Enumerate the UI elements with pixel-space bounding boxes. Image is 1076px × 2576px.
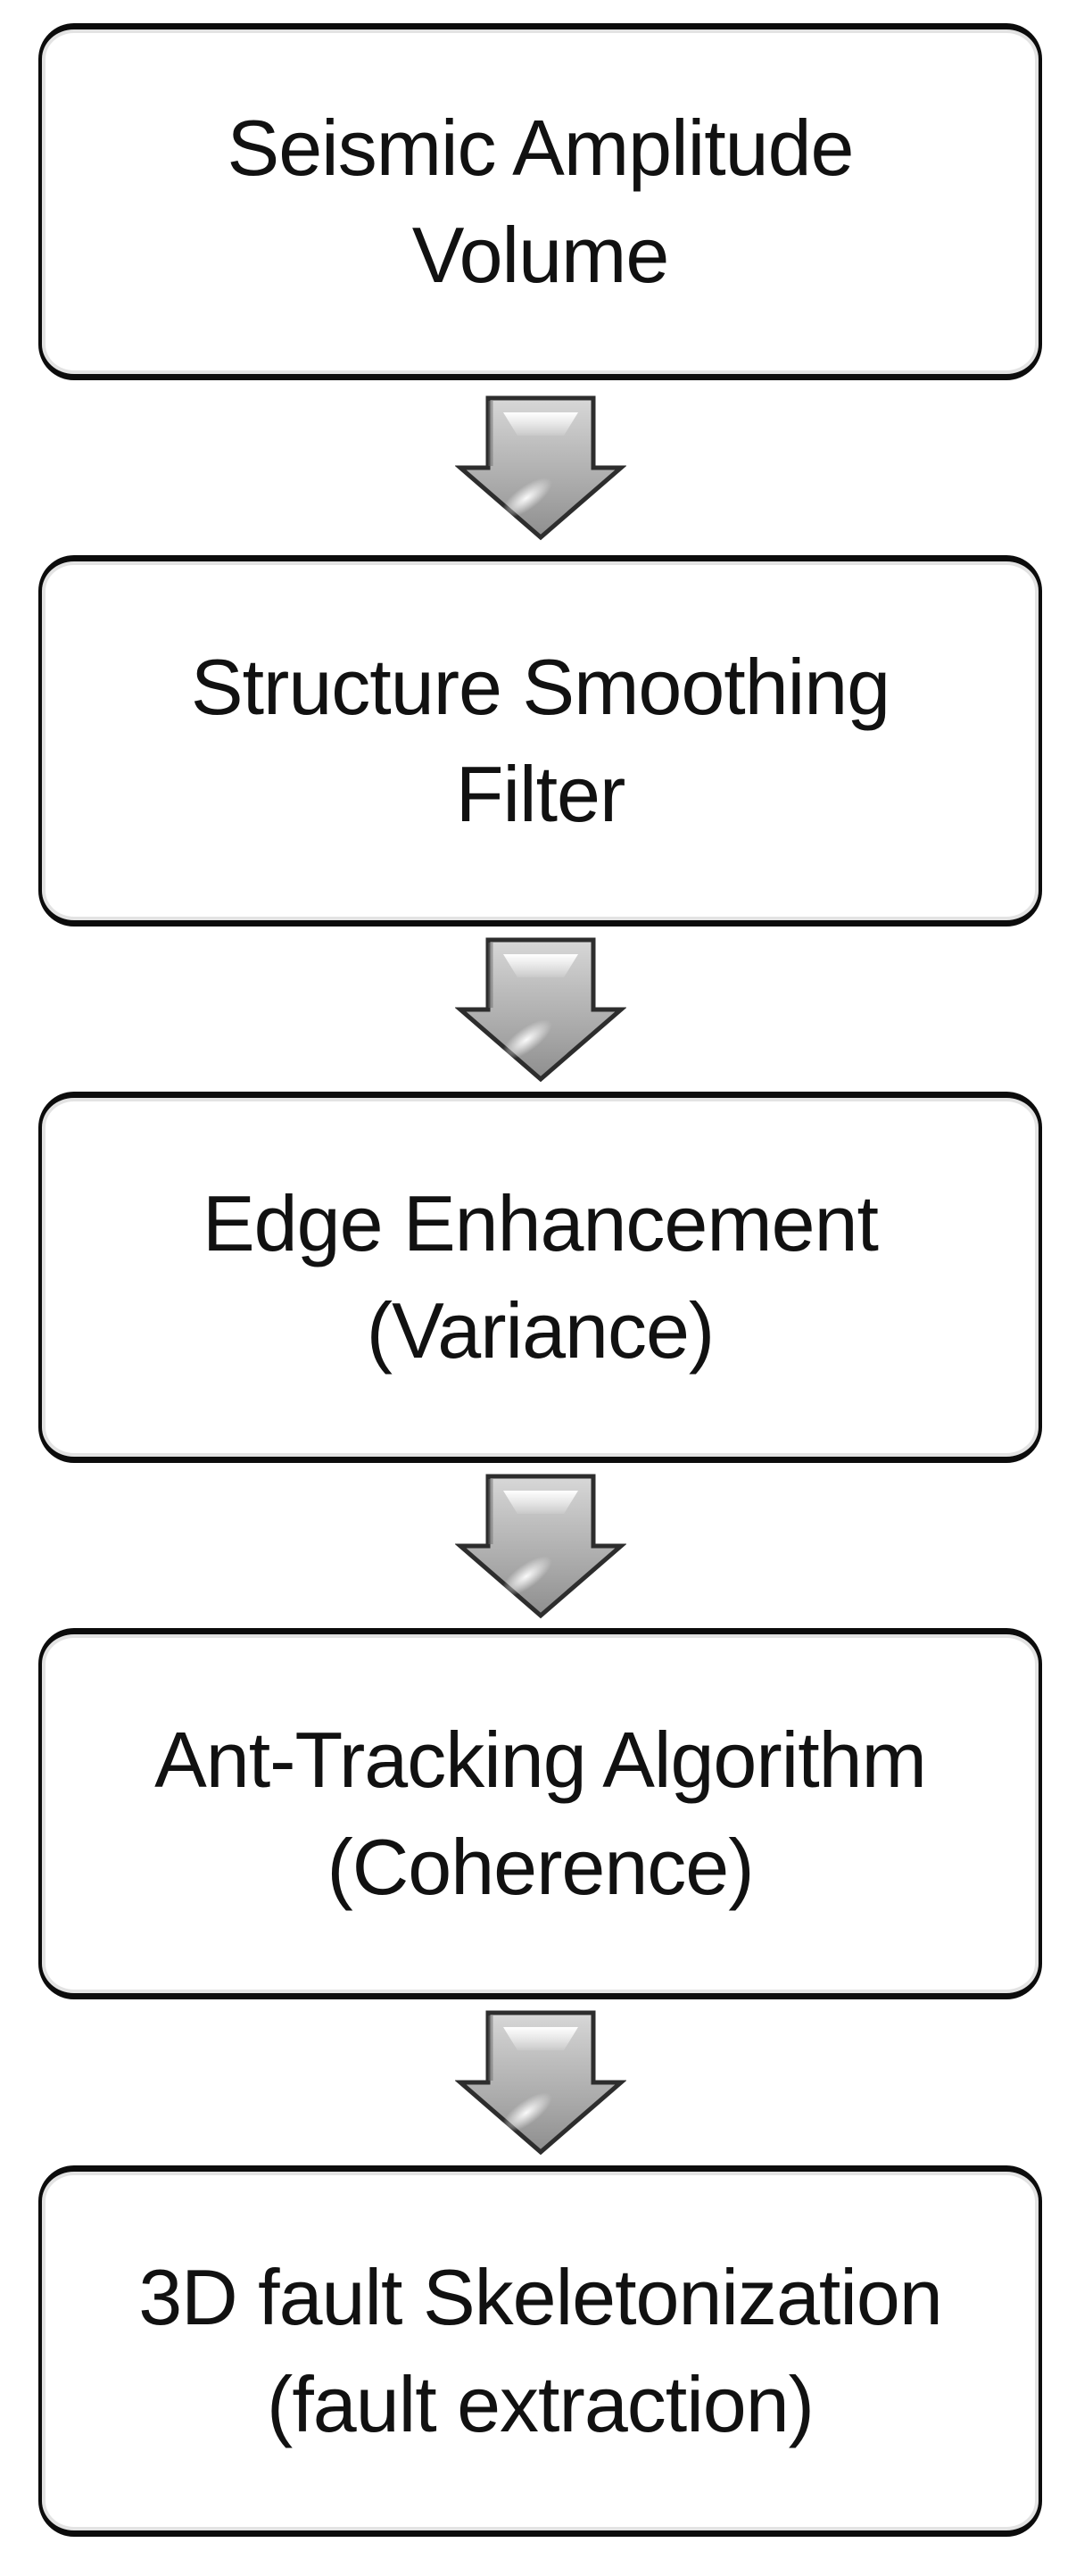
down-arrow-icon (454, 937, 626, 1082)
down-arrow-icon (454, 2010, 626, 2156)
down-arrow-icon (454, 395, 626, 541)
flow-node-seismic-amplitude-volume: Seismic Amplitude Volume (38, 23, 1042, 380)
node-label-line: Filter (455, 750, 626, 838)
node-label-line: Seismic Amplitude (227, 104, 855, 192)
flow-node-ant-tracking-algorithm: Ant-Tracking Algorithm (Coherence) (38, 1628, 1042, 1999)
node-label-line: Volume (411, 211, 670, 299)
flow-node-structure-smoothing-filter: Structure Smoothing Filter (38, 555, 1042, 927)
node-label-line: Edge Enhancement (202, 1179, 879, 1267)
node-label-line: Ant-Tracking Algorithm (154, 1716, 927, 1804)
node-label-line: (Variance) (366, 1286, 715, 1375)
flow-node-3d-fault-skeletonization: 3D fault Skeletonization (fault extracti… (38, 2165, 1042, 2537)
node-label-line: 3D fault Skeletonization (138, 2253, 943, 2341)
node-label-line: Structure Smoothing (190, 643, 890, 731)
connector-gap (38, 1463, 1042, 1628)
flow-node-edge-enhancement-variance: Edge Enhancement (Variance) (38, 1092, 1042, 1463)
connector-gap (38, 927, 1042, 1092)
connector-gap (38, 380, 1042, 555)
node-label-line: (Coherence) (327, 1823, 754, 1911)
connector-gap (38, 1999, 1042, 2165)
down-arrow-icon (454, 1474, 626, 1618)
node-label-line: (fault extraction) (267, 2360, 815, 2448)
